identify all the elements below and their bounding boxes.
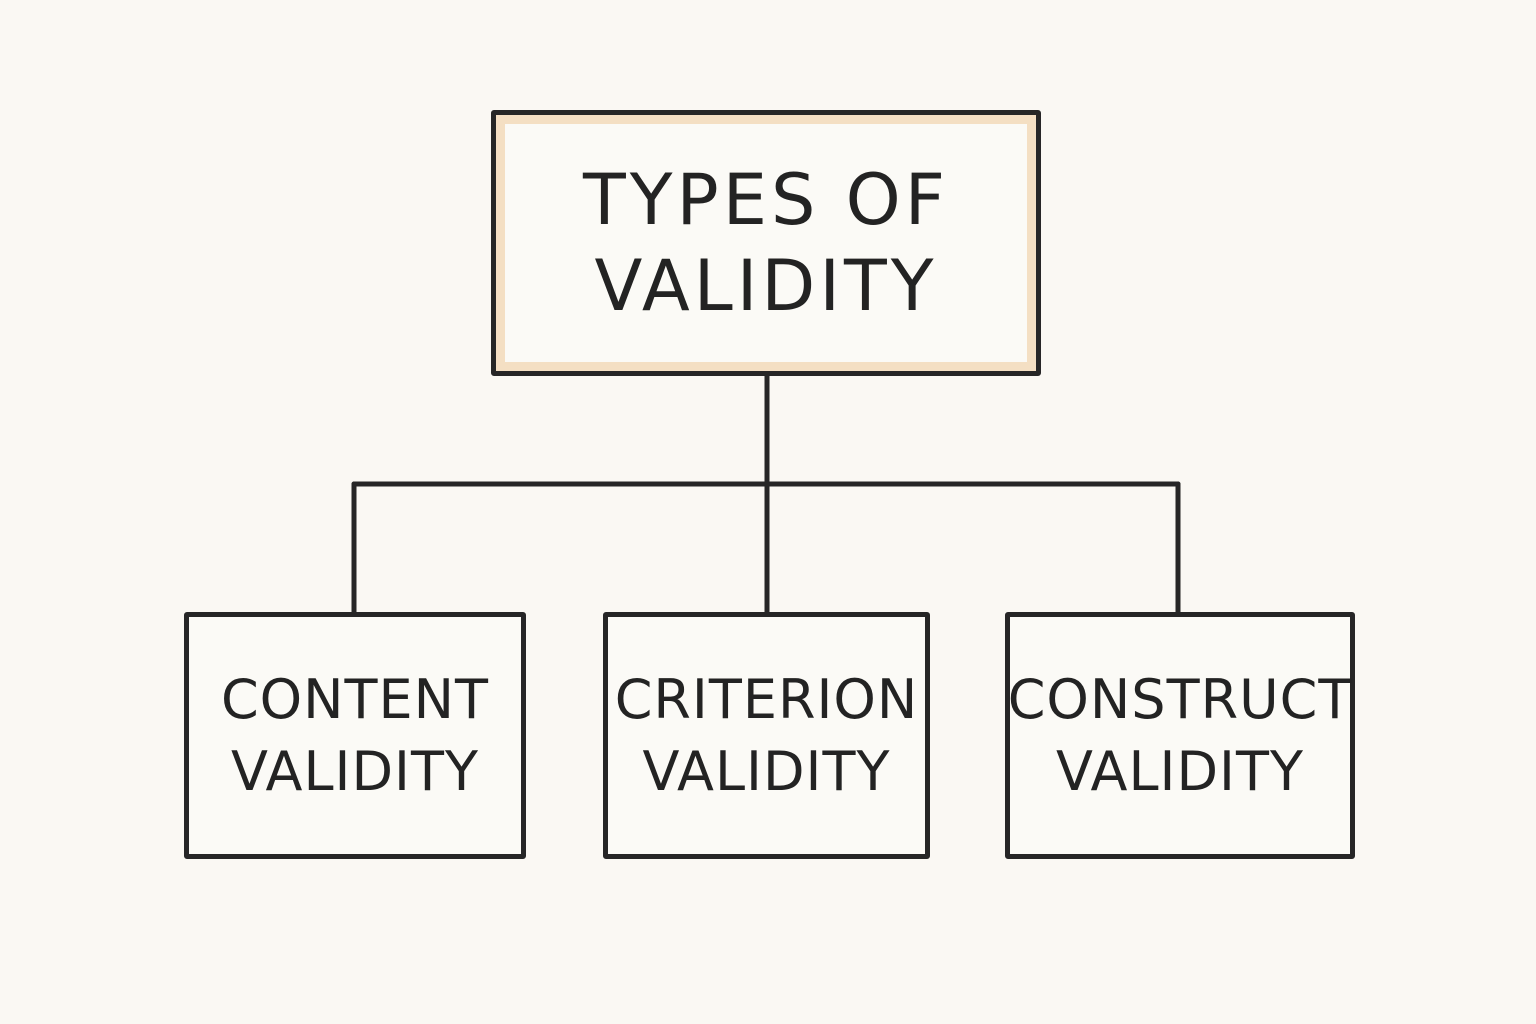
child-node-label-line1: CRITERION	[614, 667, 919, 731]
root-node-label-line1: TYPES OF	[582, 159, 949, 241]
child-node-label-line2: VALIDITY	[231, 739, 479, 803]
child-node-criterion-validity: CRITERION VALIDITY	[603, 612, 930, 859]
root-node-label-line2: VALIDITY	[594, 245, 938, 327]
child-node-label-line2: VALIDITY	[1056, 739, 1304, 803]
child-node-content-validity: CONTENT VALIDITY	[184, 612, 526, 859]
child-node-construct-validity: CONSTRUCT VALIDITY	[1005, 612, 1355, 859]
child-node-label-line1: CONSTRUCT	[1007, 667, 1353, 731]
child-node-label-line2: VALIDITY	[642, 739, 891, 803]
child-node-label-line1: CONTENT	[220, 667, 490, 731]
root-node-types-of-validity: TYPES OF VALIDITY	[491, 110, 1041, 376]
